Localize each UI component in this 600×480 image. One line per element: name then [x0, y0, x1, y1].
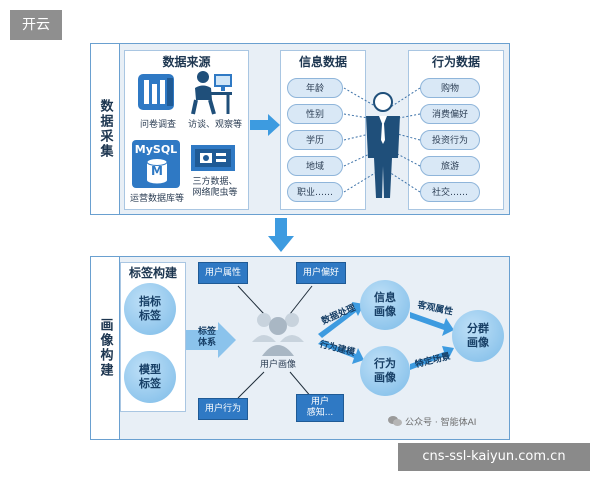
info-field-occupation: 职业……: [287, 182, 343, 202]
watermark-text: 公众号 · 智能体AI: [405, 417, 477, 428]
info-field-region: 地域: [287, 156, 343, 176]
data-sources-title: 数据来源: [162, 55, 211, 69]
source-caption-database: 运营数据库等: [129, 194, 184, 204]
model-tag-circle: 模型 标签: [124, 351, 176, 403]
tag-system-arrow: [186, 322, 236, 358]
behavior-field-consumption: 消费偏好: [420, 104, 480, 124]
person-figure-icon: [343, 87, 421, 198]
info-field-education: 学历: [287, 130, 343, 150]
source-caption-questionnaire: 问卷调查: [139, 120, 176, 130]
behavior-field-shopping: 购物: [420, 78, 480, 98]
down-arrow-icon: [268, 218, 294, 252]
corner-user-behavior: 用户行为: [198, 398, 248, 420]
portrait-split-arrows: [318, 302, 364, 364]
wechat-icon: [388, 416, 402, 426]
interview-person-icon: [191, 71, 232, 115]
corner-user-preferences: 用户偏好: [296, 262, 346, 284]
source-caption-interview: 访谈、观察等: [187, 120, 242, 130]
info-field-gender: 性别: [287, 104, 343, 124]
behavior-field-investment: 投资行为: [420, 130, 480, 150]
portrait-building-label: 画像构建: [90, 256, 120, 440]
behavior-data-title: 行为数据: [431, 55, 480, 69]
corner-user-attributes: 用户属性: [198, 262, 248, 284]
right-arrow-icon: [250, 114, 280, 136]
mysql-label: MySQL: [134, 143, 178, 156]
third-party-data-icon: [191, 145, 235, 171]
corner-user-perception: 用户 感知...: [296, 394, 344, 422]
portrait-merge-arrows: [410, 312, 454, 370]
group-portrait-circle: 分群 画像: [452, 310, 504, 362]
user-group-icon: [252, 313, 304, 356]
info-portrait-circle: 信息 画像: [360, 280, 410, 330]
questionnaire-icon: [138, 74, 174, 110]
indicator-tag-circle: 指标 标签: [124, 283, 176, 335]
behavior-portrait-circle: 行为 画像: [360, 346, 410, 396]
behavior-field-travel: 旅游: [420, 156, 480, 176]
watermark: 公众号 · 智能体AI: [388, 413, 510, 429]
info-data-title: 信息数据: [298, 55, 347, 69]
info-field-age: 年龄: [287, 78, 343, 98]
user-portrait-label: 用户画像: [259, 360, 296, 370]
corner-url-label: cns-ssl-kaiyun.com.cn: [398, 443, 590, 471]
tag-construction-title: 标签构建: [128, 266, 177, 280]
db-letter: M: [151, 164, 163, 178]
behavior-field-social: 社交……: [420, 182, 480, 202]
data-collection-label: 数据采集: [90, 43, 120, 215]
mysql-database-icon: MySQL M: [132, 140, 180, 188]
tag-system-label: 标签 体系: [197, 327, 216, 348]
source-caption-third-party: 三方数据、 网络爬虫等: [192, 177, 238, 198]
corner-tag-label: 开云: [10, 10, 62, 40]
